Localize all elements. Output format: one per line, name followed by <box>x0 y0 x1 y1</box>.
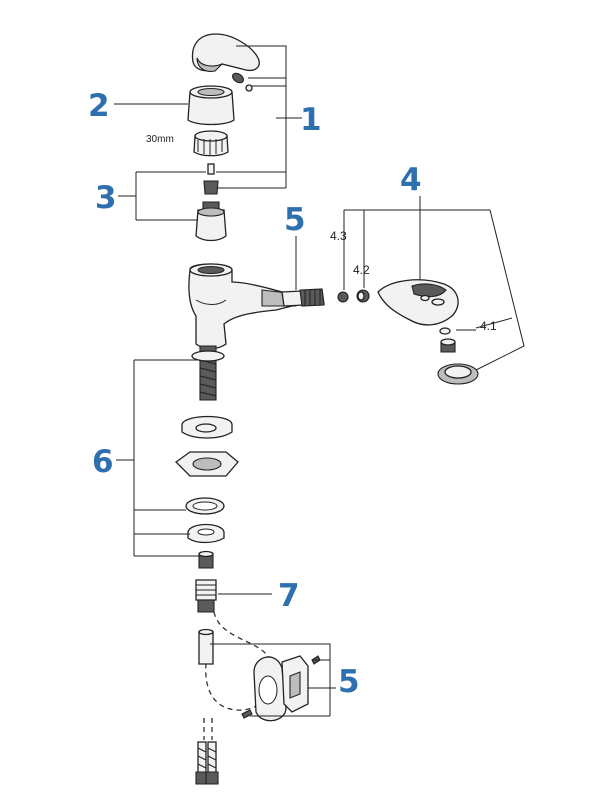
leader-group-6 <box>116 359 200 557</box>
hose-connector <box>195 579 217 613</box>
callout-1: 1 <box>300 102 322 138</box>
callout-6: 6 <box>92 444 114 480</box>
cartridge <box>195 201 227 242</box>
bracket-screw-bottom <box>241 709 253 719</box>
callout-3: 3 <box>95 180 117 216</box>
mounting-plate <box>174 451 239 477</box>
rubber-ring <box>185 497 225 515</box>
spray-face-plate <box>437 363 479 385</box>
callout-5-bottom: 5 <box>338 664 360 700</box>
pullout-hose-end <box>281 288 325 307</box>
fixing-nut <box>198 550 214 569</box>
leader-group-4 <box>343 196 525 371</box>
retaining-nut <box>193 130 229 157</box>
hose-sleeve <box>198 628 214 665</box>
horseshoe-spacer <box>181 415 233 439</box>
leader-group-1 <box>216 45 302 189</box>
leader-group-5-bottom <box>210 643 336 717</box>
horseshoe-washer <box>187 523 225 544</box>
callout-2: 2 <box>88 88 110 124</box>
seal-4-2 <box>356 289 370 303</box>
supply-hose-fittings <box>195 741 219 785</box>
grub-screw-small <box>232 72 253 92</box>
label-4-3: 4.3 <box>330 229 347 243</box>
mounting-bracket <box>281 655 309 713</box>
cover-cap <box>187 85 235 126</box>
callout-4: 4 <box>400 162 422 198</box>
cartridge-screw <box>203 163 219 195</box>
washer-4-3 <box>337 291 349 303</box>
label-4-1: 4.1 <box>480 319 497 333</box>
hose-guide <box>253 656 287 722</box>
tap-body <box>188 263 297 350</box>
callout-5-top: 5 <box>284 202 306 238</box>
lever-handle <box>191 33 260 72</box>
spray-head <box>377 279 459 326</box>
nut-size-label: 30mm <box>146 134 174 145</box>
spray-insert-4-1 <box>439 327 456 353</box>
callout-7: 7 <box>278 578 300 614</box>
threaded-stud <box>191 345 225 401</box>
leader-group-3 <box>118 171 206 221</box>
label-4-2: 4.2 <box>353 263 370 277</box>
